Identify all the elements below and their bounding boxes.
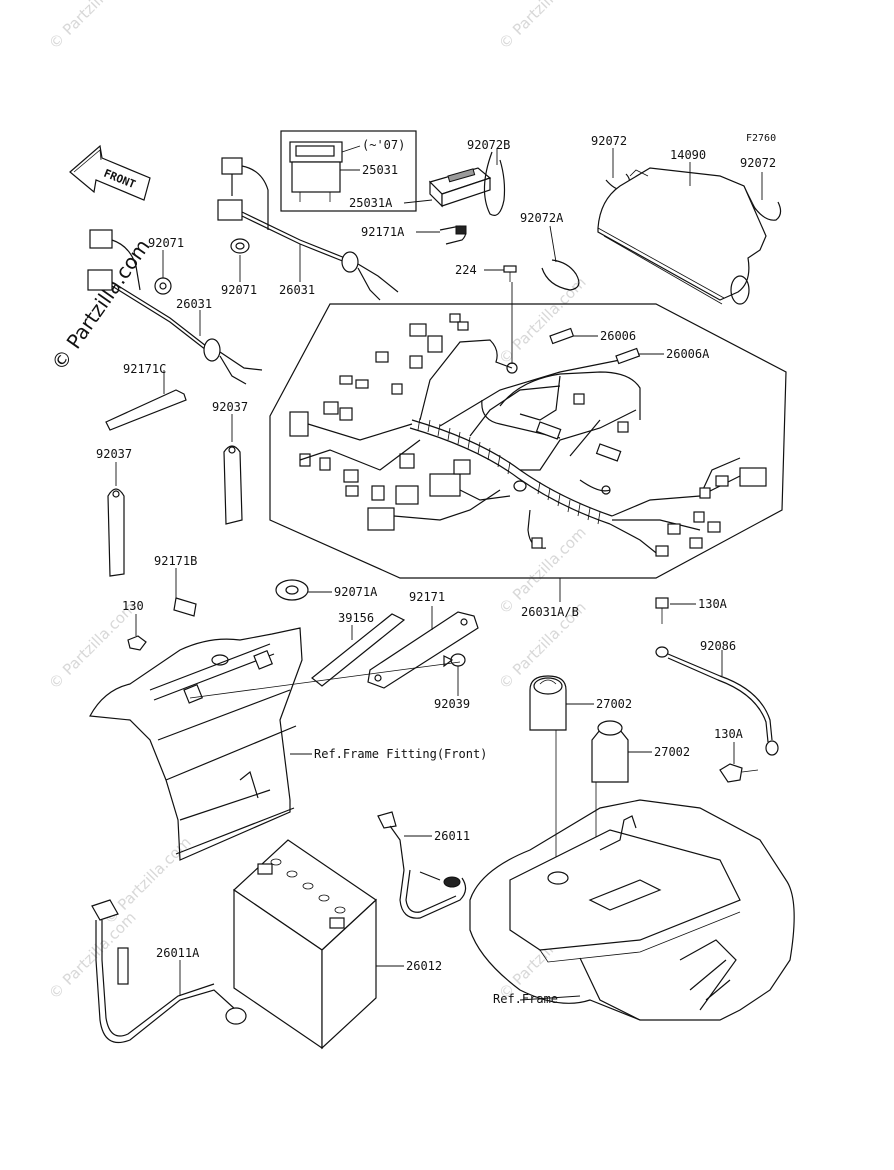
label-92072A: 92072A [520, 211, 564, 225]
watermark: © Partzilla.com [45, 0, 140, 53]
harness-26031-top [217, 157, 399, 301]
brand-mark: © Partzilla.com [46, 235, 154, 375]
watermark: © Partzilla.com [495, 273, 590, 368]
diagram-code: F2760 [746, 133, 776, 144]
tie-92072A [541, 225, 580, 291]
label-224: 224 [455, 263, 477, 277]
label-26006: 26006 [600, 329, 636, 343]
ref-frame-fitting: Ref.Frame Fitting(Front) [314, 747, 487, 761]
label-26011: 26011 [434, 829, 470, 843]
pad-39156 [311, 613, 406, 687]
cable-92086 [655, 646, 779, 756]
frame-fitting-front [89, 627, 461, 861]
label-92037-left: 92037 [96, 447, 132, 461]
front-arrow-icon: FRONT [69, 144, 151, 201]
bolt-130A-top [655, 597, 696, 624]
watermark: © Partzilla.com [495, 0, 590, 53]
label-39156: 39156 [338, 611, 374, 625]
label-27002-top: 27002 [596, 697, 632, 711]
strap-92037-left [107, 462, 125, 577]
label-92171C: 92171C [123, 362, 166, 376]
hour-meter-alt [403, 167, 492, 208]
cable-26011 [377, 811, 467, 919]
label-130A-bottom: 130A [714, 727, 744, 741]
label-25031: 25031 [362, 163, 398, 177]
tie-92072B [483, 148, 506, 216]
relay-27002-bottom [591, 720, 652, 840]
label-25031A: 25031A [349, 196, 393, 210]
clamp-92171A [416, 225, 467, 245]
hour-meter-group [280, 130, 417, 212]
label-130: 130 [122, 599, 144, 613]
label-92072-right: 92072 [740, 156, 776, 170]
relay-27002-top [529, 675, 594, 870]
label-26012: 26012 [406, 959, 442, 973]
strap-92037-mid [223, 414, 243, 525]
label-26011A: 26011A [156, 946, 200, 960]
label-92071-left: 92071 [148, 236, 184, 250]
label-92086: 92086 [700, 639, 736, 653]
label-26031-left: 26031 [176, 297, 212, 311]
label-27002-bottom: 27002 [654, 745, 690, 759]
label-92171A: 92171A [361, 225, 405, 239]
label-92071A: 92071A [334, 585, 378, 599]
label-14090: 14090 [670, 148, 706, 162]
bolt-224 [484, 265, 517, 282]
nut-92039 [443, 653, 466, 696]
label-26031-top: 26031 [279, 283, 315, 297]
label-92072-left: 92072 [591, 134, 627, 148]
harness-26031-left [87, 229, 263, 385]
label-26006A: 26006A [666, 347, 710, 361]
label-26031AB: 26031A/B [521, 605, 579, 619]
cover-14090 [597, 162, 767, 305]
bolt-130A-bottom [719, 742, 759, 783]
bracket-92171B [173, 568, 197, 617]
label-92171B: 92171B [154, 554, 197, 568]
grommet-92071-left [154, 250, 172, 295]
bolt-130 [127, 614, 147, 651]
label-92171: 92171 [409, 590, 445, 604]
tie-92072-right [751, 172, 782, 221]
label-130A-top: 130A [698, 597, 728, 611]
label-92071-top: 92071 [221, 283, 257, 297]
battery-26012 [233, 839, 404, 1050]
label-92037-mid: 92037 [212, 400, 248, 414]
grommet-92071A [275, 579, 332, 601]
ref-frame: Ref.Frame [493, 992, 558, 1006]
label-25031-note: (~'07) [362, 138, 405, 152]
label-92072B: 92072B [467, 138, 510, 152]
bracket-92171C [105, 370, 187, 431]
rear-frame [469, 799, 795, 1021]
cable-26011A [91, 899, 247, 1044]
label-92039: 92039 [434, 697, 470, 711]
grommet-92071-top [230, 238, 250, 282]
bracket-92171 [367, 606, 479, 689]
main-harness-26031AB [269, 282, 787, 602]
